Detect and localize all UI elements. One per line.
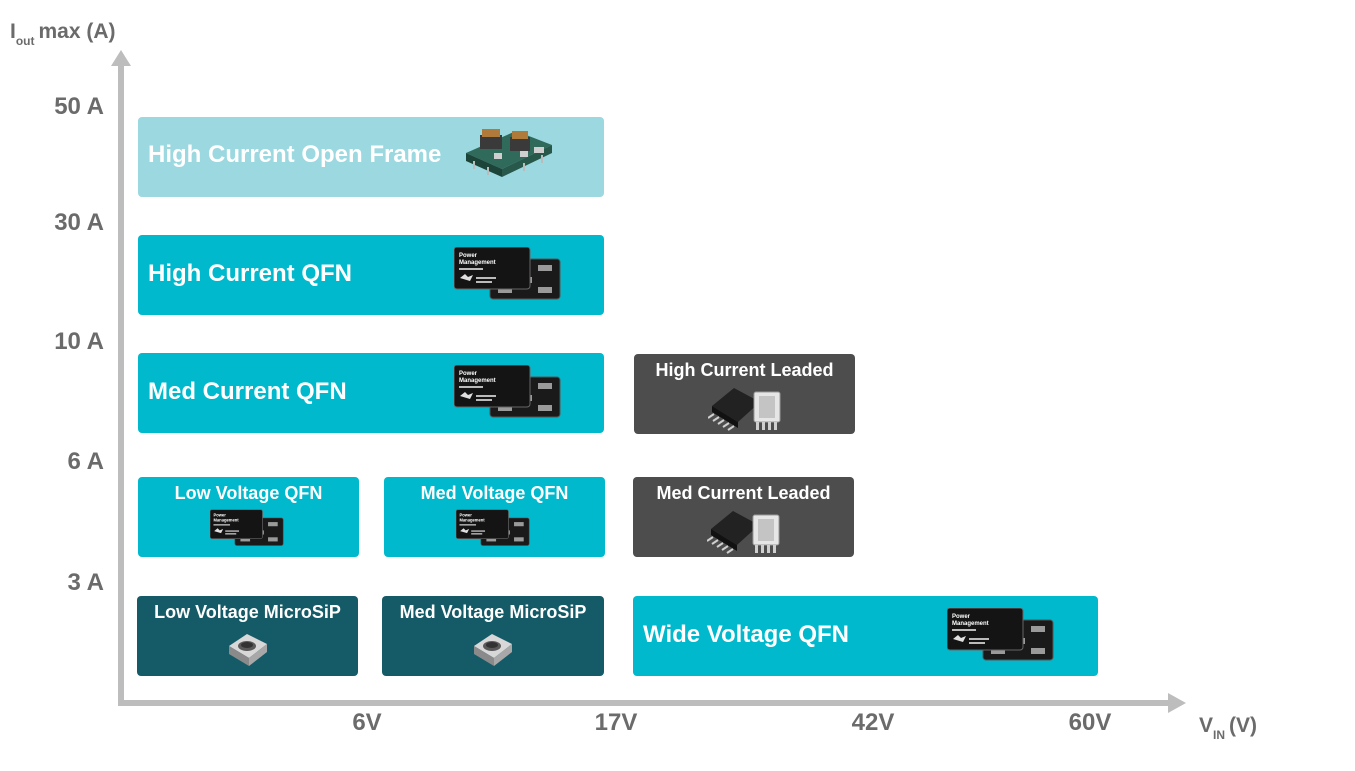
open-frame-module-icon xyxy=(465,128,553,178)
x-axis-title-main: V xyxy=(1199,714,1214,737)
x-tick: 60V xyxy=(1068,709,1112,736)
category-high-current-qfn[interactable]: High Current QFN xyxy=(138,235,604,315)
y-tick: 50 A xyxy=(54,93,104,120)
y-axis-title-sub: out xyxy=(15,34,35,48)
category-med-current-leaded[interactable]: Med Current Leaded xyxy=(633,477,854,557)
category-high-current-open-frame[interactable]: High Current Open Frame xyxy=(138,117,604,197)
x-axis-arrow-icon xyxy=(1168,693,1186,713)
category-label: Med Current Leaded xyxy=(656,483,831,503)
qfn-chip-icon xyxy=(456,509,530,546)
microsip-package-icon xyxy=(474,634,512,666)
category-med-current-qfn[interactable]: Med Current QFN xyxy=(138,353,604,433)
category-label: Low Voltage MicroSiP xyxy=(154,602,341,622)
category-high-current-leaded[interactable]: High Current Leaded xyxy=(634,354,855,434)
qfn-chip-icon xyxy=(454,365,561,418)
y-axis-title-rest: max (A) xyxy=(38,20,116,43)
x-axis-title-rest: (V) xyxy=(1229,714,1258,737)
y-axis-title-main: I xyxy=(10,20,16,43)
qfn-chip-icon xyxy=(947,608,1054,661)
category-label: High Current QFN xyxy=(148,260,352,287)
x-axis-title-sub: IN xyxy=(1213,728,1226,742)
qfn-chip-icon xyxy=(210,509,284,546)
category-label: Med Voltage QFN xyxy=(420,483,569,503)
y-axis-arrow-icon xyxy=(111,50,131,66)
category-label: Med Voltage MicroSiP xyxy=(399,602,587,622)
category-med-voltage-qfn[interactable]: Med Voltage QFN xyxy=(384,477,605,557)
microsip-package-icon xyxy=(229,634,267,666)
category-label: Wide Voltage QFN xyxy=(643,621,850,648)
category-med-voltage-microsip[interactable]: Med Voltage MicroSiP xyxy=(382,596,604,676)
y-tick: 6 A xyxy=(67,448,104,475)
leaded-package-icon xyxy=(707,510,780,554)
x-tick: 42V xyxy=(851,709,895,736)
x-axis-line xyxy=(118,700,1170,706)
y-tick: 3 A xyxy=(67,569,104,596)
leaded-package-icon xyxy=(708,387,781,431)
x-tick: 17V xyxy=(594,709,638,736)
category-low-voltage-microsip[interactable]: Low Voltage MicroSiP xyxy=(137,596,358,676)
category-low-voltage-qfn[interactable]: Low Voltage QFN xyxy=(138,477,359,557)
x-axis-title: VIN(V) xyxy=(1199,714,1258,742)
y-tick: 30 A xyxy=(54,209,104,236)
qfn-chip-icon xyxy=(454,247,561,300)
x-tick: 6V xyxy=(352,709,382,736)
category-label: High Current Leaded xyxy=(655,360,834,380)
y-tick: 10 A xyxy=(54,328,104,355)
y-axis-line xyxy=(118,62,124,706)
category-label: Med Current QFN xyxy=(148,378,347,405)
category-label: High Current Open Frame xyxy=(148,141,442,168)
category-wide-voltage-qfn[interactable]: Wide Voltage QFN xyxy=(633,596,1098,676)
category-label: Low Voltage QFN xyxy=(174,483,323,503)
